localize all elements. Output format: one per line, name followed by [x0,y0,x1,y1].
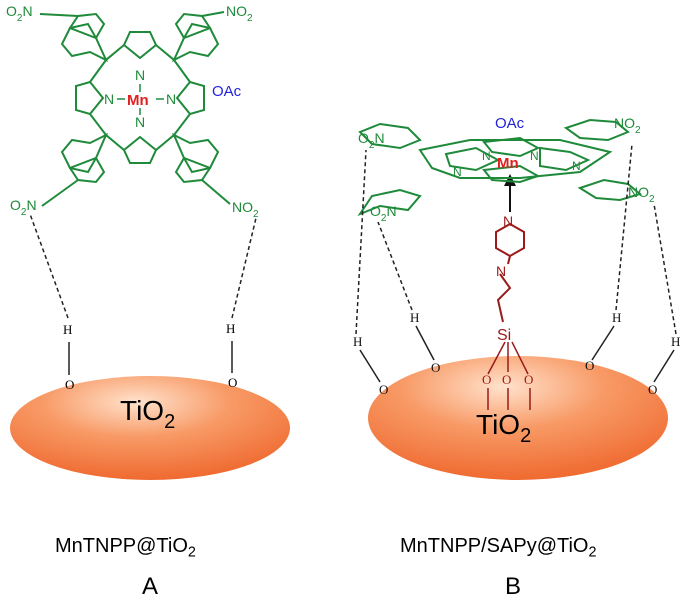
axial-oac-b: OAc [495,115,525,132]
tio2-support-b [368,356,668,480]
siloxane-anchor-b [487,341,531,410]
nitro-top-left-a: O2N [6,3,33,24]
tio2-label-b: TiO2 [476,409,531,447]
hydroxyl-right-a: O H [226,217,257,390]
hydroxyl-h-1-b: H [353,334,362,349]
pyridine-n-b: N [503,213,513,229]
hydroxyl-h-3-b: H [612,310,621,325]
panel-letter-a: A [142,573,159,600]
siloxane-o-right-b: O [524,372,533,387]
hydroxyl-h-right-a: H [226,321,235,336]
axial-oac-a: OAc [212,83,242,100]
caption-b: MnTNPP/SAPy@TiO2 [400,535,597,561]
nitro-groups-b: O2N NO2 O2N NO2 [358,115,655,224]
tio2-support-a [10,376,290,480]
hydroxyl-h-left-a: H [63,322,72,337]
hydroxyls-b: H O H O H O H O [353,310,680,397]
pyrrole-n-1-b: N [453,165,462,179]
nitro-bottom-left-b: O2N [370,203,397,224]
hydroxyl-h-2-b: H [410,310,419,325]
panel-letter-b: B [505,573,522,600]
pyrrole-n-right-a: N [166,91,176,107]
tio2-label-a: TiO2 [120,395,175,433]
porphyrin-atoms-a: N N N N [104,67,176,130]
caption-a: MnTNPP@TiO2 [55,535,196,561]
pyrrole-n-bottom-a: N [135,114,145,130]
pyrrole-n-2-b: N [482,149,491,163]
imine-n-b: N [496,263,506,279]
hydroxyl-left-a: O H [29,213,74,392]
silicon-b: Si [497,327,511,344]
pyrrole-n-left-a: N [104,91,114,107]
siloxane-o-left-b: O [482,372,491,387]
nitro-bottom-right-b: NO2 [628,184,655,205]
hydrogen-bonds-b [355,143,677,335]
hydroxyl-h-4-b: H [671,334,680,349]
hydroxyl-o-2-b: O [431,360,440,375]
metal-mn-b: Mn [497,155,519,172]
porphyrin-atoms-b: N N N N [453,149,581,179]
metal-mn-a: Mn [127,92,149,109]
hydroxyl-o-4-b: O [648,382,657,397]
hydroxyl-o-left-a: O [65,377,74,392]
nitro-top-left-b: O2N [358,130,385,151]
coordination-arrow-b [504,174,516,212]
nitro-bottom-right-a: NO2 [232,199,259,220]
pyrrole-n-top-a: N [135,67,145,83]
linker-chain-b [495,222,525,323]
nitro-groups-a: O2N NO2 O2N NO2 [6,3,259,220]
hydroxyl-o-3-b: O [585,358,594,373]
porphyrin-a [60,12,220,184]
panel-a: TiO2 O H O H [6,3,290,480]
siloxane-o-mid-b: O [502,372,511,387]
hydroxyl-o-right-a: O [228,375,237,390]
hydroxyl-o-1-b: O [379,382,388,397]
pyrrole-n-3-b: N [530,149,539,163]
nitro-top-right-a: NO2 [226,3,253,24]
panel-b: TiO2 O O O Si N N [353,115,680,480]
pyrrole-n-4-b: N [572,159,581,173]
nitro-top-right-b: NO2 [614,115,641,136]
nitro-bottom-left-a: O2N [10,197,37,218]
porphyrin-b [357,118,643,217]
